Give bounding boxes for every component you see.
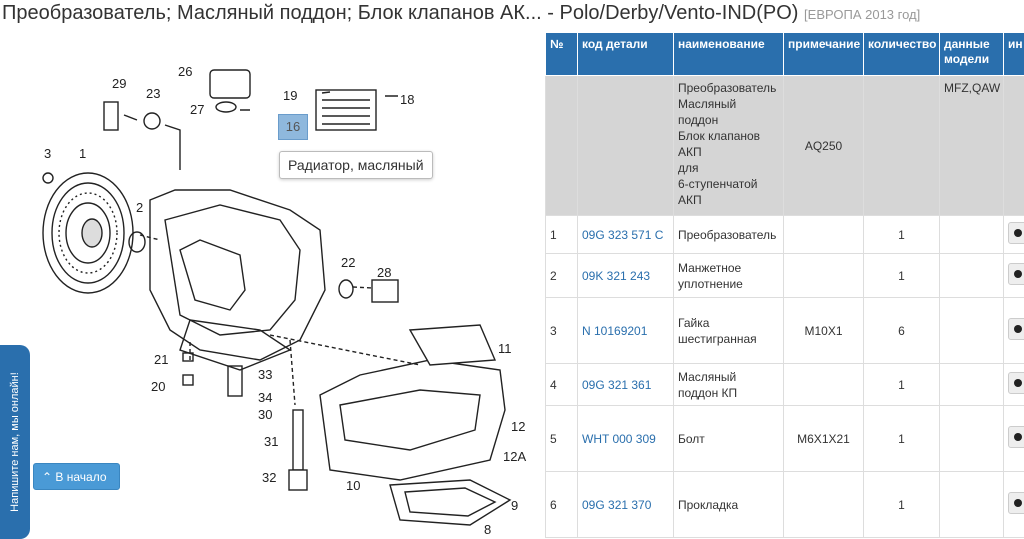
parts-table: № код детали наименование примечание кол… — [545, 32, 1024, 539]
svg-text:29: 29 — [112, 76, 126, 91]
svg-text:23: 23 — [146, 86, 160, 101]
part-code-link[interactable]: 09G 321 370 — [582, 497, 652, 512]
svg-text:8: 8 — [484, 522, 491, 537]
table-row: 2 09K 321 243 Манжетное уплотнение 1 — [545, 253, 1024, 298]
svg-text:22: 22 — [341, 255, 355, 270]
page-title: Преобразователь; Масляный поддон; Блок к… — [2, 2, 921, 24]
selected-callout[interactable]: 16 — [278, 114, 308, 140]
col-number[interactable]: № — [545, 32, 578, 76]
group-note: AQ250 — [783, 75, 864, 216]
arrow-up-icon: ⌃ — [42, 470, 53, 484]
feedback-tab[interactable]: Напишите нам, мы онлайн! — [0, 345, 30, 539]
svg-text:18: 18 — [400, 92, 414, 107]
col-quantity[interactable]: количество — [863, 32, 940, 76]
callout-tooltip: Радиатор, масляный — [279, 151, 433, 179]
group-name: Преобразователь Масляный поддон Блок кла… — [673, 75, 784, 216]
svg-text:11: 11 — [498, 341, 512, 356]
col-note[interactable]: примечание — [783, 32, 864, 76]
table-row: 4 09G 321 361 Масляный поддон КП 1 — [545, 363, 1024, 406]
back-to-top-button[interactable]: ⌃ В начало — [33, 463, 120, 490]
info-button[interactable] — [1008, 221, 1024, 244]
svg-text:32: 32 — [262, 470, 276, 485]
col-model-data[interactable]: данные модели — [939, 32, 1004, 76]
svg-text:30: 30 — [258, 407, 272, 422]
svg-text:9: 9 — [511, 498, 518, 513]
svg-text:31: 31 — [264, 434, 278, 449]
svg-text:19: 19 — [283, 88, 297, 103]
region-year: [ЕВРОПА 2013 год] — [804, 7, 921, 22]
col-part-code[interactable]: код детали — [577, 32, 674, 76]
part-code-link[interactable]: 09G 323 571 C — [582, 227, 664, 242]
svg-text:3: 3 — [44, 146, 51, 161]
group-row: Преобразователь Масляный поддон Блок кла… — [545, 75, 1024, 216]
table-row: 3 N 10169201 Гайка шестигранная M10X1 6 — [545, 297, 1024, 364]
svg-text:27: 27 — [190, 102, 204, 117]
part-code-link[interactable]: 09G 321 361 — [582, 377, 652, 392]
svg-text:20: 20 — [151, 379, 165, 394]
svg-text:34: 34 — [258, 390, 272, 405]
table-header: № код детали наименование примечание кол… — [545, 32, 1024, 76]
svg-text:28: 28 — [377, 265, 391, 280]
svg-text:12A: 12A — [503, 449, 526, 464]
info-button[interactable] — [1008, 491, 1024, 514]
svg-text:2: 2 — [136, 200, 143, 215]
part-code-link[interactable]: WHT 000 309 — [582, 431, 656, 446]
group-model: MFZ,QAW — [939, 75, 1004, 216]
svg-text:10: 10 — [346, 478, 360, 493]
table-row: 6 09G 321 370 Прокладка 1 — [545, 471, 1024, 538]
svg-text:12: 12 — [511, 419, 525, 434]
svg-text:21: 21 — [154, 352, 168, 367]
info-button[interactable] — [1008, 425, 1024, 448]
info-button[interactable] — [1008, 371, 1024, 394]
table-row: 5 WHT 000 309 Болт M6X1X21 1 — [545, 405, 1024, 472]
part-code-link[interactable]: N 10169201 — [582, 323, 648, 338]
info-button[interactable] — [1008, 317, 1024, 340]
svg-text:1: 1 — [79, 146, 86, 161]
table-row: 1 09G 323 571 C Преобразователь 1 — [545, 215, 1024, 254]
svg-text:26: 26 — [178, 64, 192, 79]
part-code-link[interactable]: 09K 321 243 — [582, 268, 651, 283]
svg-text:33: 33 — [258, 367, 272, 382]
col-name[interactable]: наименование — [673, 32, 784, 76]
info-button[interactable] — [1008, 262, 1024, 285]
col-info[interactable]: ин — [1003, 32, 1024, 76]
